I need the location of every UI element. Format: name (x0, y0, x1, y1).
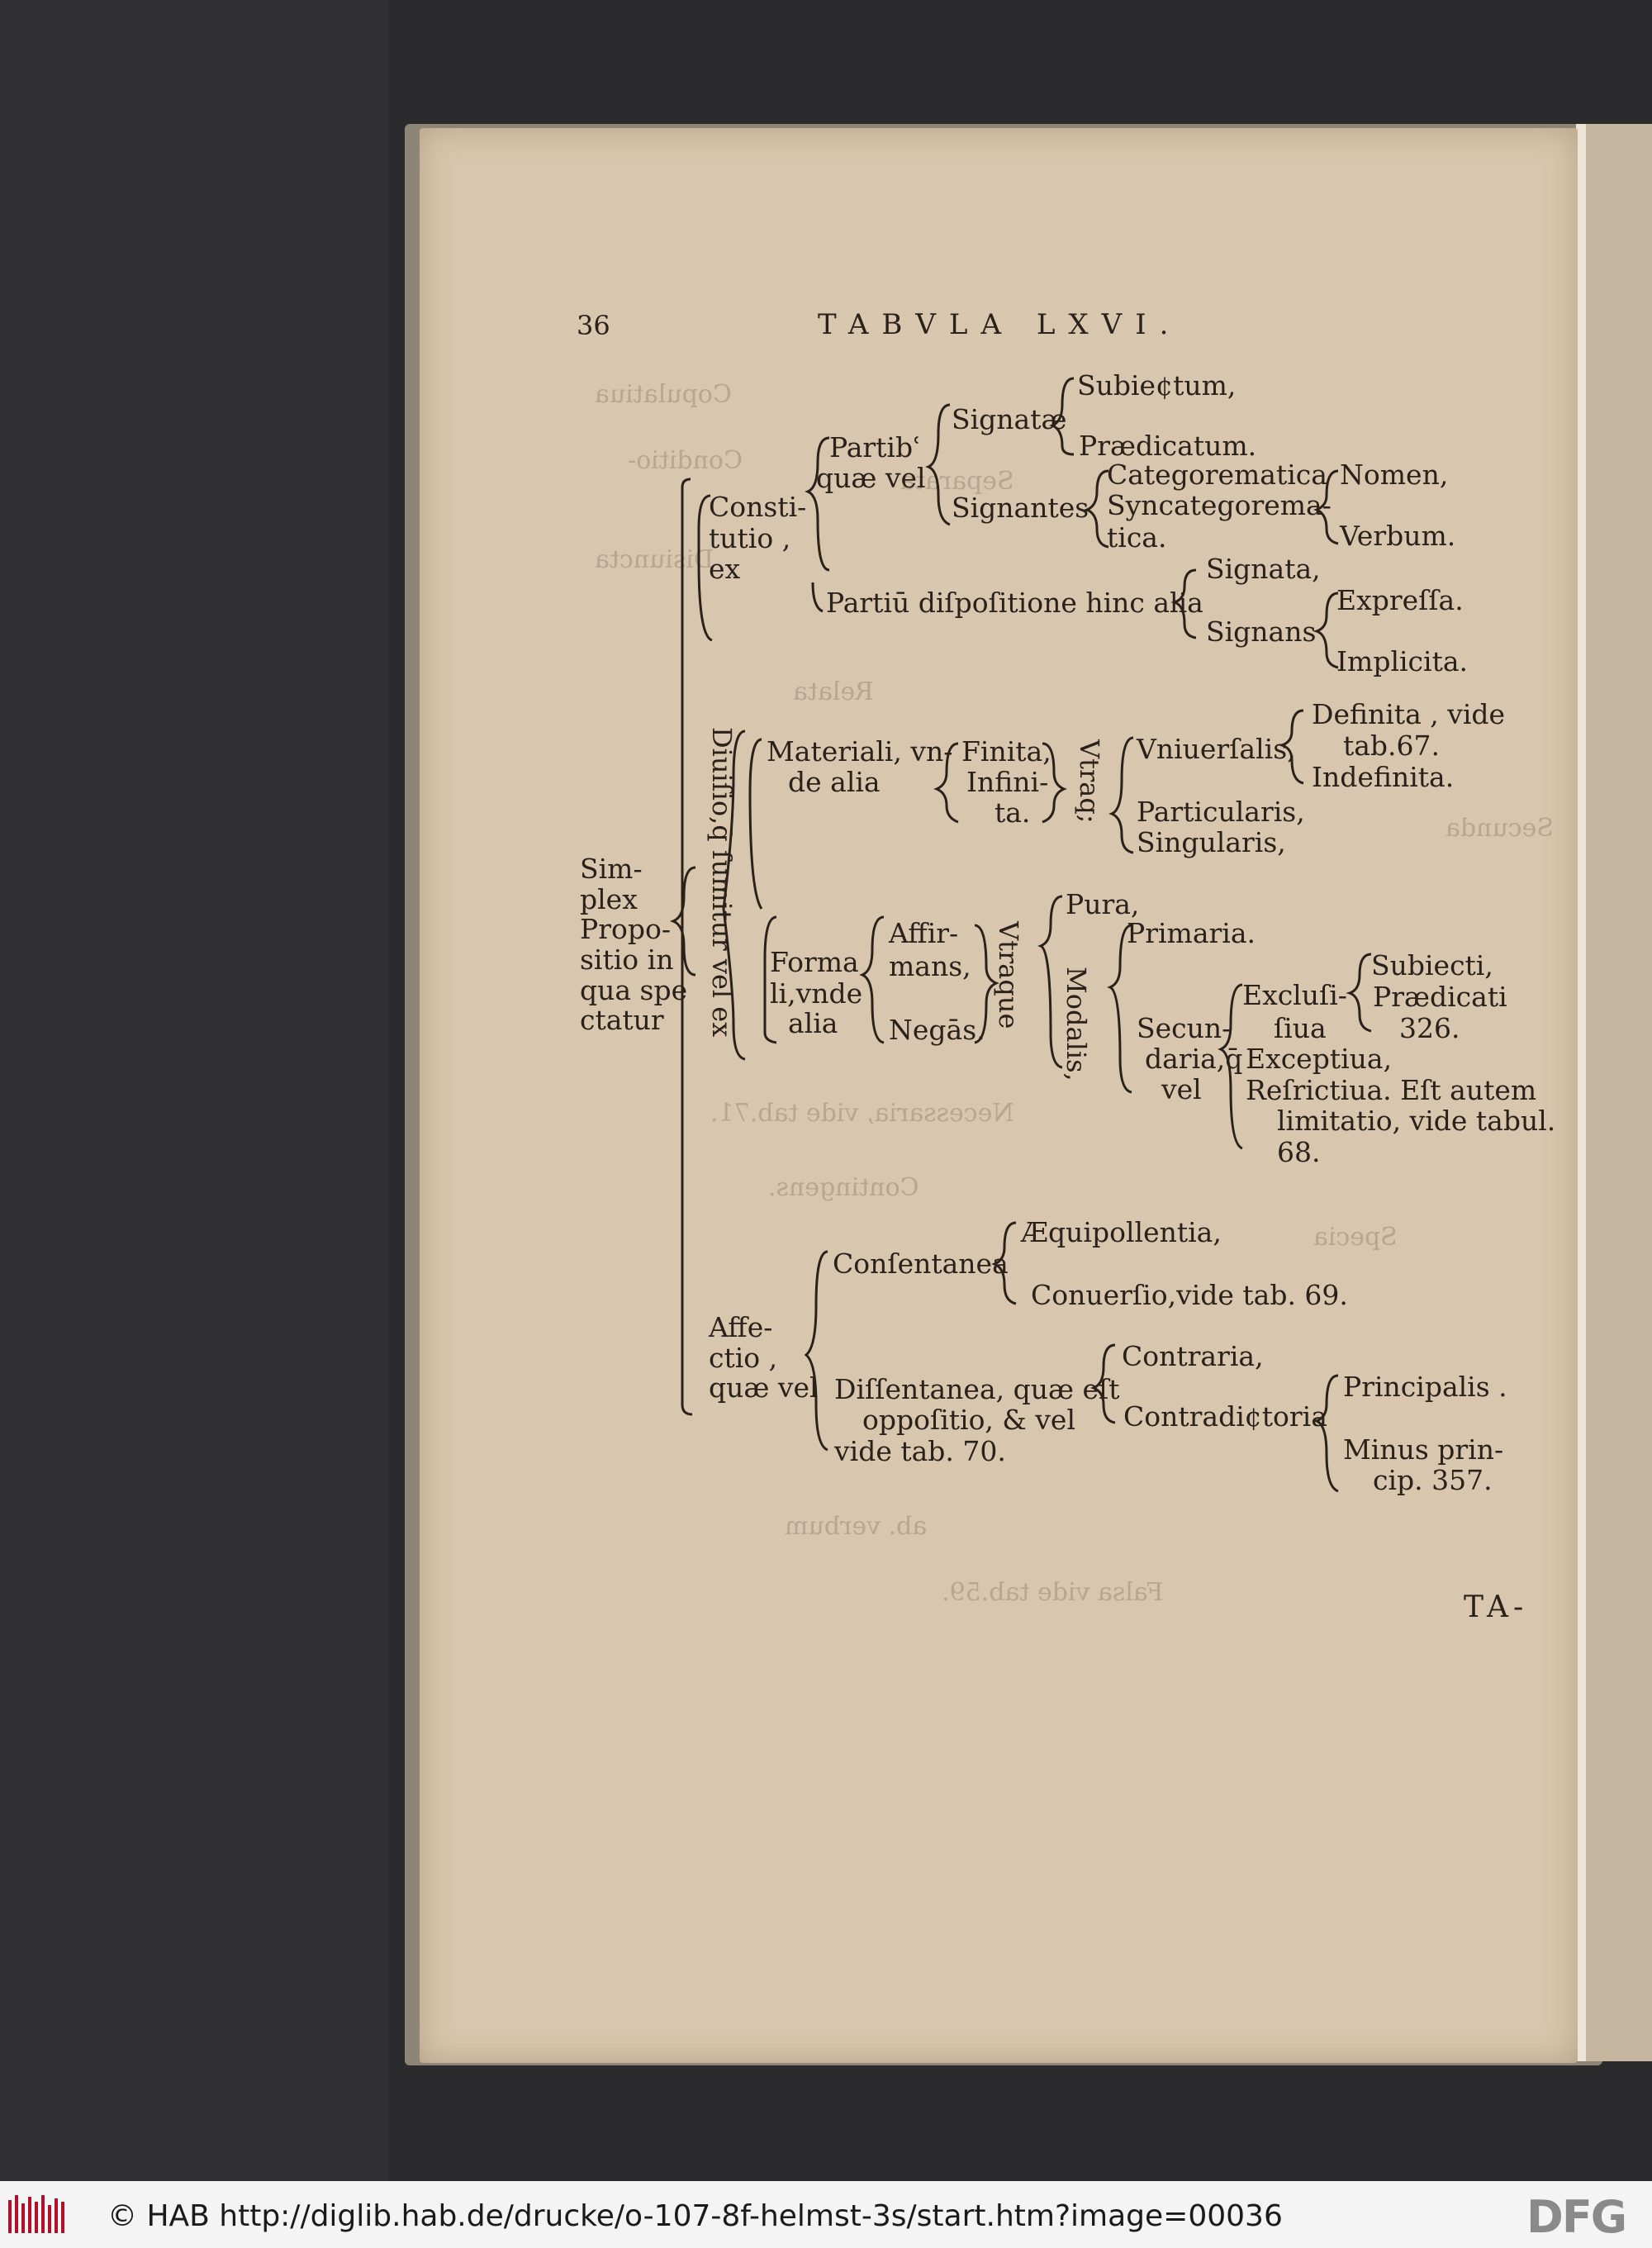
restrictiua-ref: 68. (1277, 1136, 1321, 1168)
praedicatum-label: Prædicatum. (1079, 430, 1257, 462)
minus-principalis-ref: cip. 357. (1373, 1464, 1493, 1496)
page-number: 36 (577, 310, 610, 341)
scan-background (0, 0, 388, 2181)
formali-label: alia (788, 1007, 838, 1039)
materiali-label: de alia (788, 766, 881, 798)
hab-logo-icon (8, 2195, 64, 2233)
partibus-label: Partibʿ (829, 431, 922, 463)
exceptiua-label: Exceptiua, (1246, 1043, 1393, 1075)
dissentanea-ref: vide tab. 70. (834, 1435, 1006, 1467)
signantes-label: Signantes (952, 492, 1089, 524)
finita-label: Finita, (961, 735, 1051, 768)
consentanea-label: Conſentanea (833, 1248, 1009, 1280)
contraria-label: Contraria, (1122, 1340, 1264, 1372)
constitutio-label: ex (709, 553, 741, 585)
affirmans-label: Affir- (889, 917, 959, 949)
syncategorematica-label: Syncategorema- (1107, 489, 1332, 521)
particularis-label: Particularis, (1137, 796, 1305, 828)
affectio-label: ctio , (709, 1342, 778, 1374)
divisio-brace (722, 730, 746, 1061)
singularis-label: Singularis, (1137, 826, 1286, 858)
materiali-label: Materiali, vn- (767, 735, 953, 768)
syncategorematica-label: tica. (1107, 521, 1167, 554)
exclusiua-label: Excluſi- (1242, 979, 1347, 1011)
implicita-label: Implicita. (1336, 645, 1469, 677)
root-line: sitio in (580, 943, 674, 976)
indefinita-label: Indefinita. (1312, 761, 1455, 793)
copyright-link[interactable]: © HAB http://diglib.hab.de/drucke/o-107-… (107, 2199, 1283, 2233)
verbum-label: Verbum. (1340, 520, 1456, 552)
footer-bar (0, 2181, 1652, 2248)
categorematica-label: Categorematica (1107, 459, 1327, 491)
affirmans-label: mans, (889, 950, 971, 982)
secundaria-label: daria,q̄ (1145, 1043, 1243, 1075)
vtraque-label: Vtraq; (1074, 739, 1105, 824)
signata-label: Signata, (1206, 553, 1321, 585)
restrictiua-label: limitatio, vide tabul. (1277, 1105, 1556, 1137)
nomen-label: Nomen, (1340, 459, 1449, 491)
pura-label: Pura, (1066, 888, 1140, 920)
root-line: Propo- (580, 913, 671, 945)
praedicati-label: Prædicati (1373, 981, 1507, 1013)
principalis-label: Principalis . (1343, 1371, 1507, 1403)
divisio-label: Diuiſio,q̄ ſumitur vel ex (706, 727, 738, 1038)
praedicati-ref: 326. (1399, 1012, 1460, 1044)
constitutio-label: Consti- (709, 491, 807, 523)
subiecti-label: Subiecti, (1371, 949, 1493, 981)
subiectum-label: Subie¢tum, (1077, 369, 1237, 402)
signans-label: Signans (1206, 615, 1317, 648)
page-title: TABVLA LXVI. (818, 308, 1182, 341)
affectio-label: Affe- (709, 1311, 773, 1343)
root-line: Sim- (580, 853, 643, 885)
finita-label: Infini- (966, 766, 1049, 798)
contradictoria-label: Contradi¢toria (1123, 1400, 1327, 1433)
root-line: ctatur (580, 1004, 664, 1036)
expressa-label: Expreſſa. (1336, 584, 1464, 616)
page-edge (1576, 124, 1586, 2061)
dissentanea-label: Diſſentanea, quæ eſt (834, 1373, 1120, 1405)
aequipollentia-label: Æquipollentia, (1021, 1216, 1222, 1248)
constitutio-label: tutio , (709, 522, 791, 554)
formali-label: Forma (770, 946, 859, 978)
primaria-label: Primaria. (1127, 917, 1256, 949)
formali-label: li,vnde (770, 977, 863, 1010)
dissentanea-label: oppoſitio, & vel (862, 1404, 1076, 1436)
conuersio-label: Conuerſio,vide tab. 69. (1031, 1279, 1348, 1311)
signatae-label: Signatæ (952, 403, 1067, 435)
root-line: qua spe (580, 974, 688, 1006)
modalis-label: Modalis, (1061, 967, 1092, 1081)
minus-principalis-label: Minus prin- (1343, 1433, 1504, 1466)
definita-label: Definita , vide (1312, 698, 1506, 730)
secundaria-label: vel (1161, 1073, 1202, 1105)
vtraque-label: Vtraque (993, 921, 1024, 1029)
root-line: plex (580, 883, 638, 915)
catchword: TA- (1464, 1590, 1529, 1624)
exclusiua-label: ſiua (1274, 1012, 1327, 1044)
negans-label: Negās. (889, 1014, 985, 1046)
dispositio-label: Partiū diſpoſitione hinc alia (826, 587, 1203, 619)
restrictiua-label: Reſrictiua. Eſt autem (1246, 1074, 1537, 1106)
partibus-label: quæ vel (816, 462, 926, 494)
partibus-brace (805, 436, 830, 572)
root-brace (669, 866, 696, 977)
finita-label: ta. (995, 796, 1031, 829)
next-leaf (1584, 124, 1652, 2061)
vniuersalis-label: Vniuerſalis, (1137, 733, 1296, 765)
book-page (420, 128, 1578, 2063)
definita-label: tab.67. (1343, 730, 1441, 762)
dfg-logo: DFG (1526, 2191, 1627, 2243)
secundaria-label: Secun- (1137, 1012, 1232, 1044)
affectio-label: quæ vel (709, 1371, 819, 1404)
